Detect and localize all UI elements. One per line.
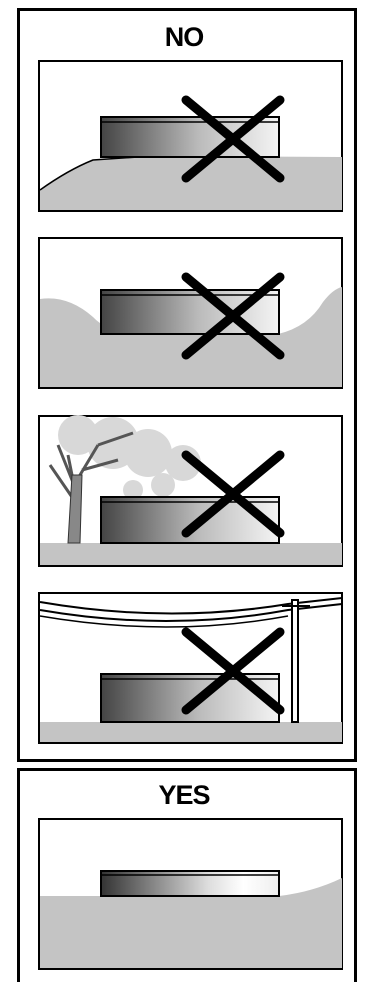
no-heading: NO bbox=[0, 22, 368, 53]
panel-sloped-ground bbox=[38, 60, 343, 206]
panel-under-power-lines bbox=[38, 592, 343, 738]
panel-under-tree bbox=[38, 415, 343, 561]
yes-heading: YES bbox=[0, 780, 368, 811]
panel-level-ground bbox=[38, 818, 343, 964]
panel-valley bbox=[38, 237, 343, 383]
